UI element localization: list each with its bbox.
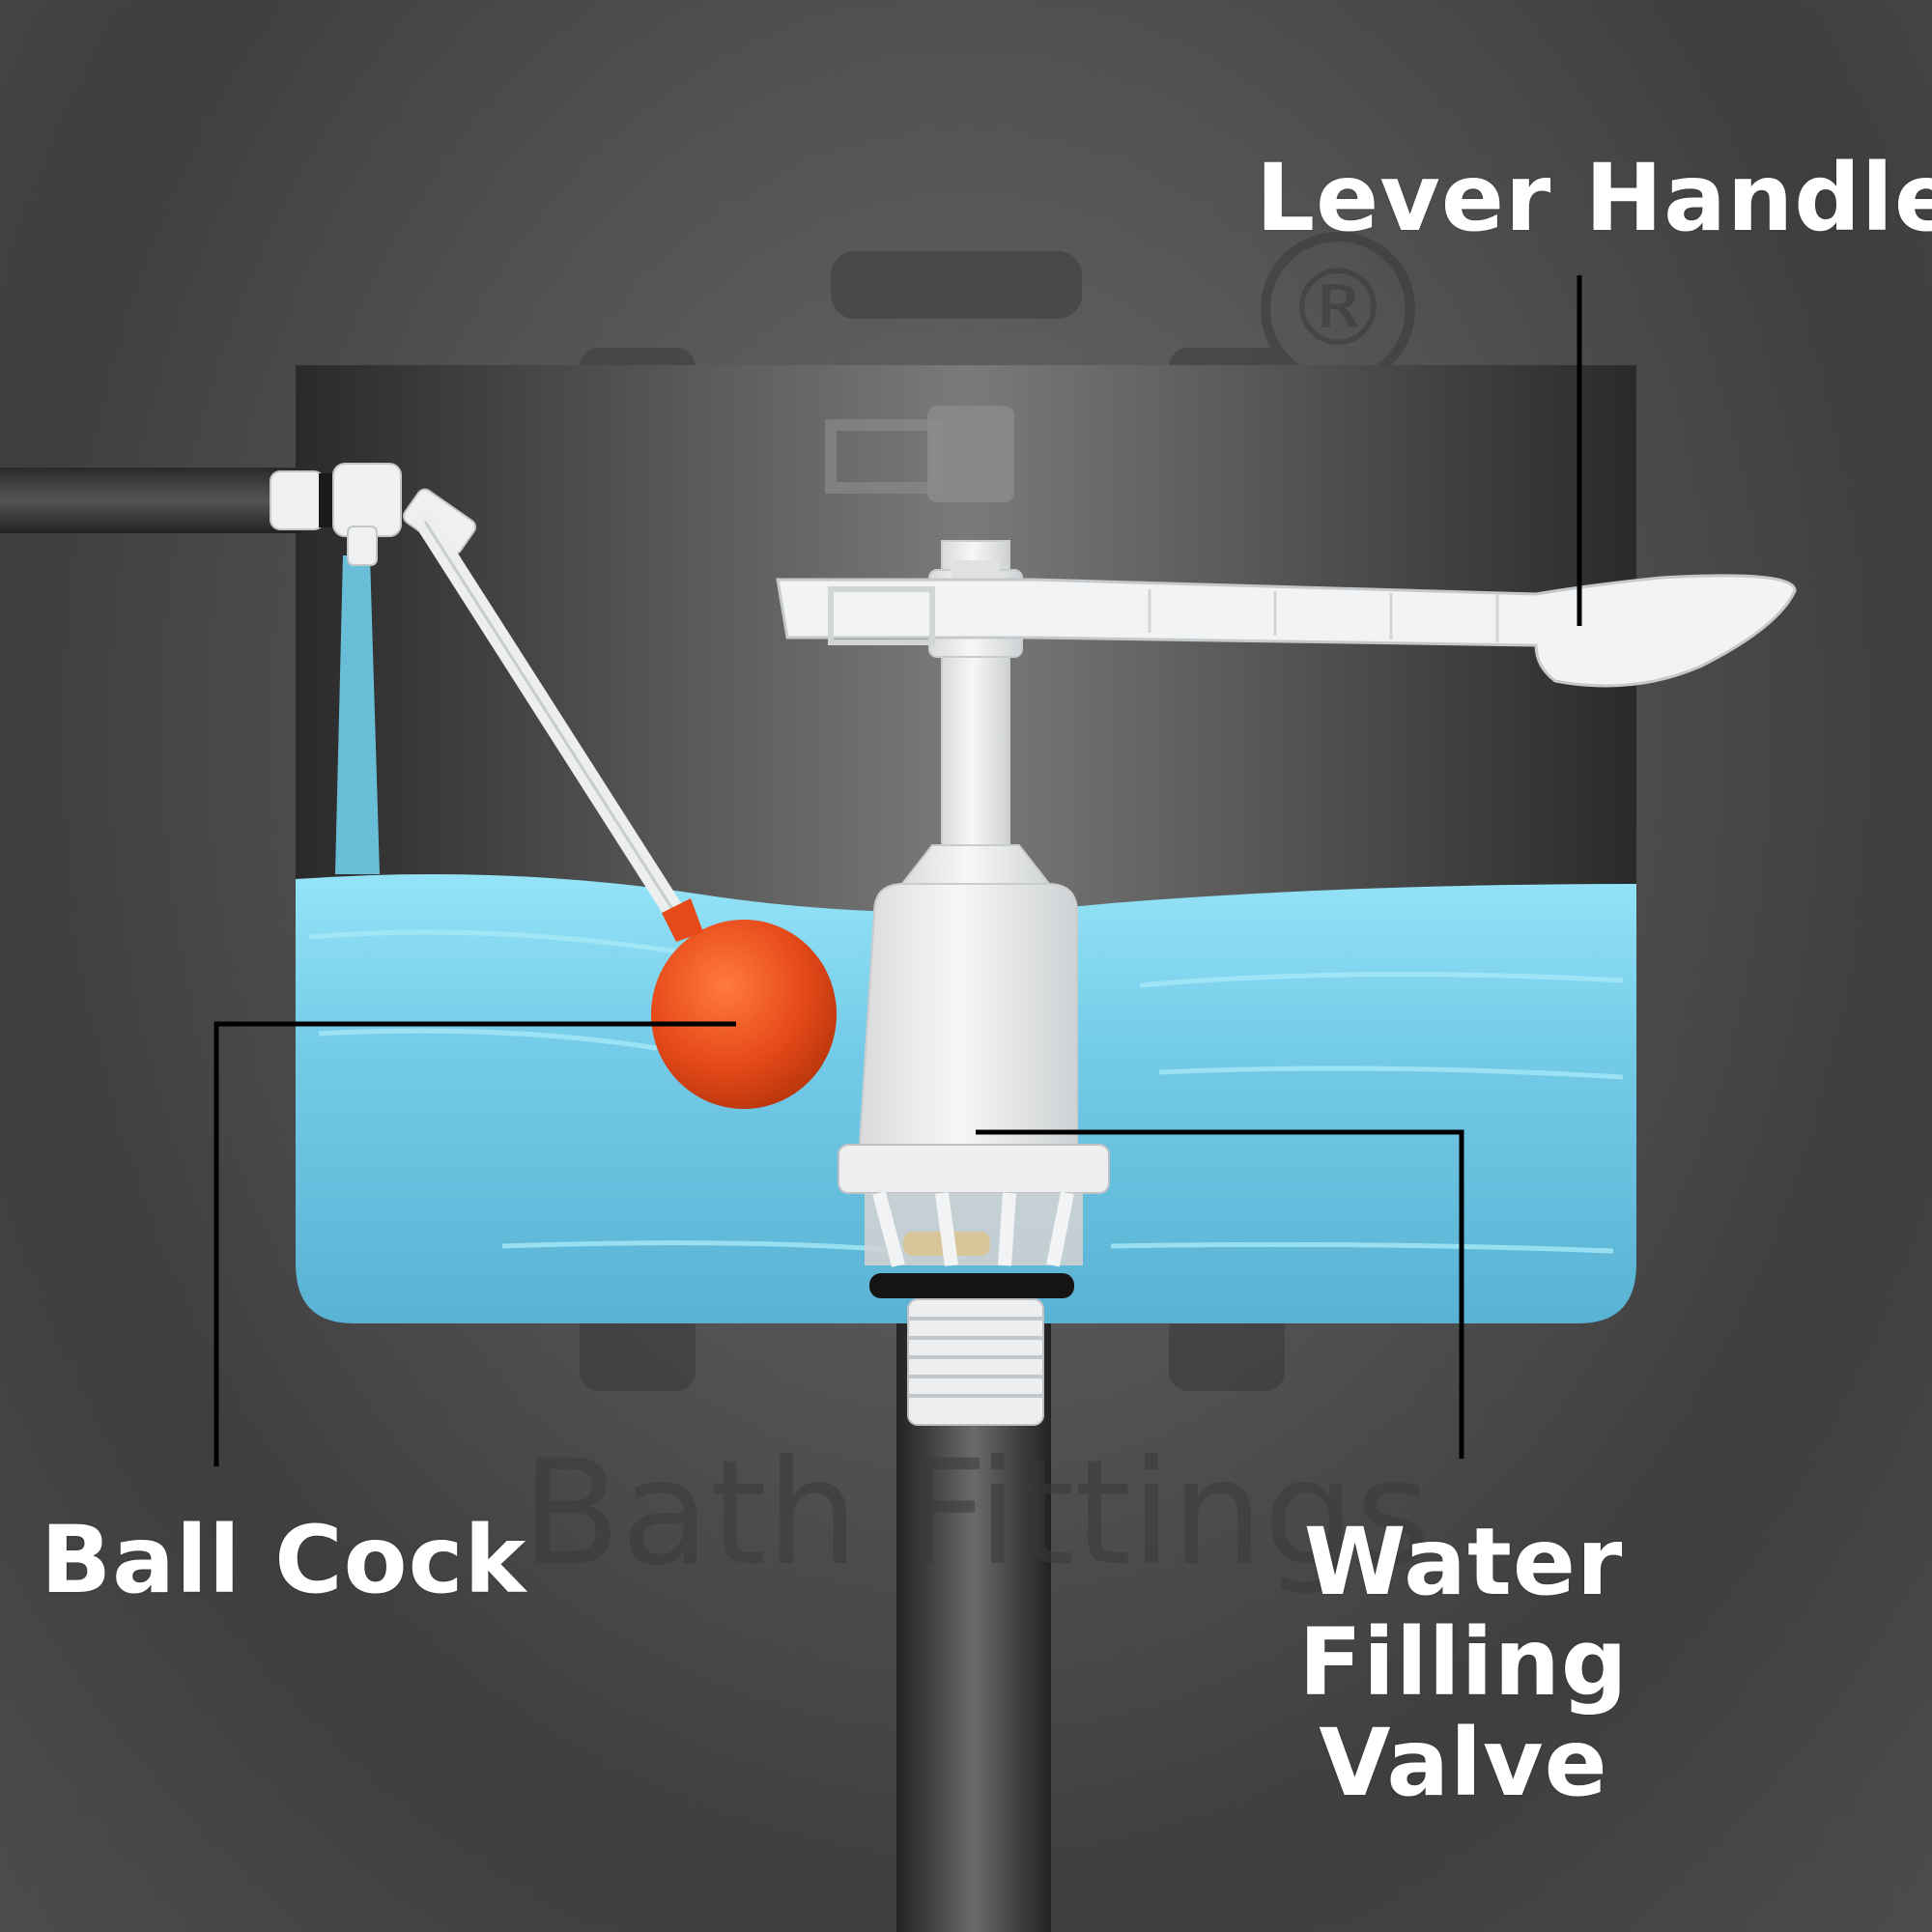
inlet-pipe	[0, 468, 301, 533]
lever-arm	[776, 574, 1797, 688]
float-ball-collar	[662, 898, 703, 942]
watermark-brand-text: Bath Fittings	[522, 1430, 1432, 1598]
leader-line-ball-cock	[213, 1021, 736, 1466]
label-ball-cock: Ball Cock	[41, 1506, 527, 1614]
leader-line-water-filling-valve	[976, 1129, 1464, 1459]
water-ripples	[308, 929, 1624, 1259]
water-stream	[335, 555, 380, 874]
label-water-filling-valve: Water Filling Valve	[1154, 1512, 1773, 1813]
label-lever-handle: Lever Handle	[1256, 144, 1932, 252]
label-water-filling-valve-line2: Valve	[1319, 1709, 1608, 1817]
float-ball	[651, 920, 837, 1109]
ball-cock-valve	[270, 463, 477, 566]
ball-cock-arm-edge	[423, 521, 683, 923]
label-water-filling-valve-line1: Water Filling	[1298, 1508, 1629, 1717]
